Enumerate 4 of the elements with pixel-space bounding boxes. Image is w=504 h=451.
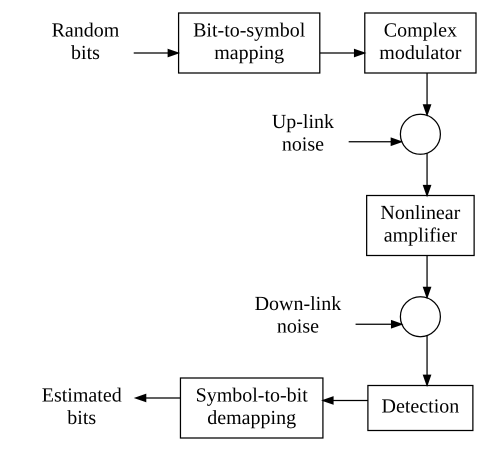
node-text: Up-link noise xyxy=(272,110,334,156)
node-text: Random bits xyxy=(52,20,120,64)
node-text: Down-link noise xyxy=(254,293,342,338)
node-text: Estimated bits xyxy=(42,384,122,429)
